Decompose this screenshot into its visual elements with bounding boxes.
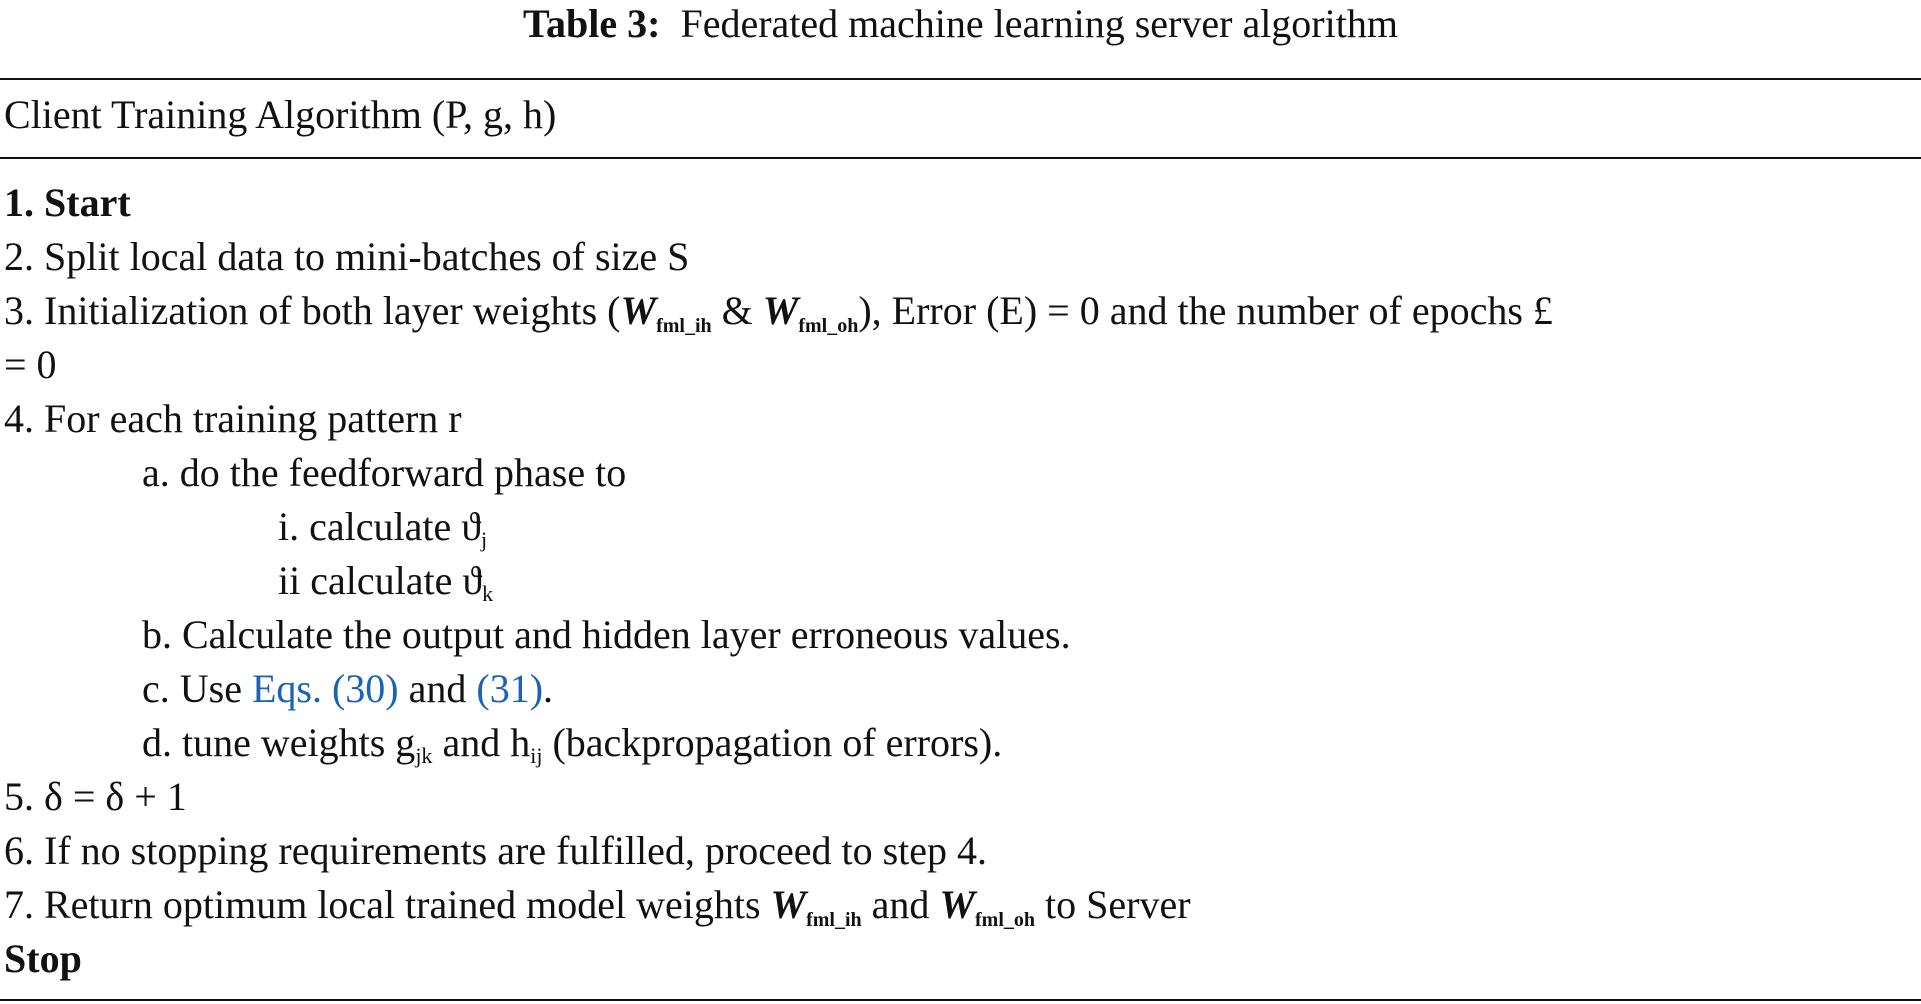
step-4d-mid: and h <box>432 720 531 765</box>
step-4a-ii-text: ii calculate ϑ <box>278 558 483 603</box>
step-2: 2. Split local data to mini-batches of s… <box>4 234 690 279</box>
step-4c: c. Use Eqs. (30) and (31). <box>4 662 1914 716</box>
step-4d-pre: d. tune weights g <box>142 720 416 765</box>
step-4a-i: i. calculate ϑj <box>4 500 1914 554</box>
top-rule <box>0 78 1921 80</box>
step-3: 3. Initialization of both layer weights … <box>4 284 1914 338</box>
step-4a-i-text: i. calculate ϑ <box>278 504 482 549</box>
step-4d-sub1: jk <box>415 743 433 768</box>
step-7: 7. Return optimum local trained model we… <box>4 878 1914 932</box>
weight-w-ih: W <box>620 288 657 333</box>
step-1: 1. Start <box>4 180 131 225</box>
bottom-rule <box>0 999 1921 1001</box>
step-7-pre: 7. Return optimum local trained model we… <box>4 882 771 927</box>
caption-text: Federated machine learning server algori… <box>680 1 1398 46</box>
step-7-weight-oh-sub: fml_oh <box>975 909 1036 931</box>
step-4a: a. do the feedforward phase to <box>142 450 627 495</box>
step-6: 6. If no stopping requirements are fulfi… <box>4 828 988 873</box>
step-4d-sub2: ij <box>530 743 543 768</box>
equation-31-link[interactable]: (31) <box>476 666 544 711</box>
step-7-post: to Server <box>1035 882 1191 927</box>
step-4a-ii-sub: k <box>482 581 494 606</box>
step-4a-ii: ii calculate ϑk <box>4 554 1914 608</box>
weight-w-oh-sub: fml_oh <box>798 315 859 337</box>
step-3-amp: & <box>711 288 763 333</box>
step-4d: d. tune weights gjk and hij (backpropaga… <box>4 716 1914 770</box>
step-stop: Stop <box>4 936 82 981</box>
weight-w-ih-sub: fml_ih <box>656 315 712 337</box>
step-7-weight-ih: W <box>770 882 807 927</box>
header-rule <box>0 157 1921 159</box>
step-7-weight-ih-sub: fml_ih <box>806 909 862 931</box>
step-4c-post: . <box>543 666 554 711</box>
step-5: 5. δ = δ + 1 <box>4 774 187 819</box>
step-4: 4. For each training pattern r <box>4 396 462 441</box>
step-4d-post: (backpropagation of errors). <box>542 720 1003 765</box>
table-header: Client Training Algorithm (P, g, h) <box>4 92 557 137</box>
step-3-continuation: = 0 <box>4 342 57 387</box>
step-7-weight-oh: W <box>939 882 976 927</box>
equation-30-link[interactable]: Eqs. (30) <box>251 666 399 711</box>
caption-label: Table 3: <box>523 1 661 46</box>
step-3-pre: 3. Initialization of both layer weights … <box>4 288 621 333</box>
step-4c-mid: and <box>398 666 477 711</box>
table-caption: Table 3: Federated machine learning serv… <box>0 0 1921 48</box>
step-4c-pre: c. Use <box>142 666 252 711</box>
weight-w-oh: W <box>762 288 799 333</box>
step-4b: b. Calculate the output and hidden layer… <box>142 612 1071 657</box>
step-3-post: ), Error (E) = 0 and the number of epoch… <box>858 288 1553 333</box>
algorithm-body: 1. Start 2. Split local data to mini-bat… <box>4 176 1914 986</box>
step-4a-i-sub: j <box>481 527 488 552</box>
step-7-mid: and <box>861 882 940 927</box>
